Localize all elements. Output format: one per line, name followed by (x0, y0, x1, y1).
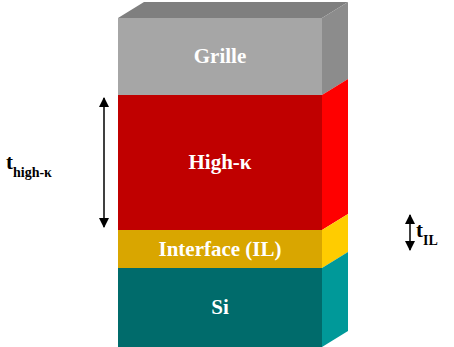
layer-name: Grille (194, 44, 246, 69)
gate-side-face (322, 2, 348, 95)
highk-side-face (322, 79, 348, 230)
layer-name: Interface (IL) (158, 237, 281, 262)
si-side-face (322, 252, 348, 347)
layer-name: High-κ (189, 150, 252, 175)
interface-layer: Interface (IL) (118, 230, 322, 268)
thickness-arrow (103, 98, 105, 227)
highk-layer: High-κ (118, 95, 322, 230)
thickness-arrow (409, 215, 411, 250)
thickness-subscript: IL (423, 233, 438, 249)
thickness-symbol: t (6, 150, 13, 175)
gate-layer: Grille (118, 18, 322, 95)
thickness-symbol: t (416, 218, 423, 243)
gate-top-face (118, 2, 348, 18)
layer-name: Si (211, 295, 229, 320)
substrate-layer: Si (118, 268, 322, 347)
thickness-subscript: high-κ (13, 165, 52, 181)
